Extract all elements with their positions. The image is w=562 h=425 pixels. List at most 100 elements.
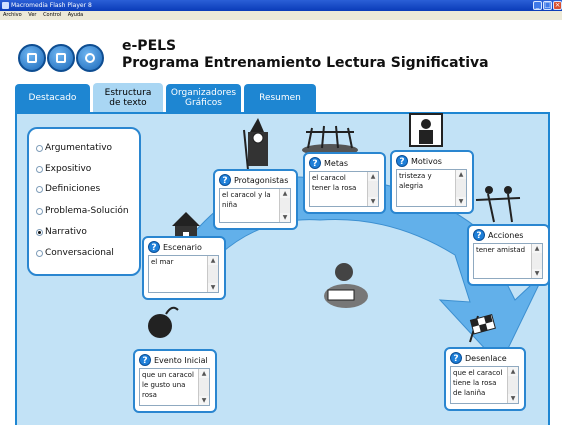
protagonistas-node: ?Protagonistas el caracol y la niña▲▼ bbox=[213, 169, 298, 230]
node-text: el mar bbox=[151, 258, 174, 266]
node-text: el caracol y la niña bbox=[222, 191, 271, 209]
radio-label: Expositivo bbox=[45, 164, 92, 174]
desenlace-node: ?Desenlace que el caracol tiene la rosa … bbox=[444, 347, 526, 411]
help-icon[interactable]: ? bbox=[450, 352, 462, 364]
scroll-down-icon[interactable]: ▼ bbox=[508, 394, 518, 403]
text-type-selector bbox=[27, 127, 141, 276]
protagonistas-textarea[interactable]: el caracol y la niña▲▼ bbox=[219, 188, 291, 223]
metas-textarea[interactable]: el caracol tener la rosa▲▼ bbox=[309, 171, 379, 207]
scroll-down-icon[interactable]: ▼ bbox=[456, 197, 466, 206]
help-icon[interactable]: ? bbox=[396, 155, 408, 167]
person-portrait-illustration bbox=[409, 113, 443, 147]
metas-node: ?Metas el caracol tener la rosa▲▼ bbox=[303, 152, 386, 214]
scrollbar[interactable]: ▲▼ bbox=[207, 256, 218, 292]
motivos-textarea[interactable]: tristeza y alegria▲▼ bbox=[396, 169, 467, 207]
menu-item-ayuda[interactable]: Ayuda bbox=[67, 12, 84, 18]
acciones-textarea[interactable]: tener amistad▲▼ bbox=[473, 243, 543, 279]
scroll-down-icon[interactable]: ▼ bbox=[368, 197, 378, 206]
radio-expositivo[interactable]: Expositivo bbox=[36, 163, 91, 175]
scroll-up-icon[interactable]: ▲ bbox=[199, 369, 209, 378]
checkered-flag-illustration bbox=[469, 314, 496, 343]
bomb-illustration bbox=[148, 306, 179, 338]
menu-bar: Archivo Ver Control Ayuda bbox=[0, 11, 562, 20]
scrollbar[interactable]: ▲▼ bbox=[455, 170, 466, 206]
node-text: tristeza y alegria bbox=[399, 172, 432, 190]
radio-button-icon bbox=[36, 144, 43, 152]
node-title: Evento Inicial bbox=[154, 355, 208, 365]
help-icon[interactable]: ? bbox=[219, 174, 231, 186]
radio-argumentativo[interactable]: Argumentativo bbox=[36, 142, 112, 154]
radio-button-icon bbox=[36, 249, 43, 257]
window-titlebar: Macromedia Flash Player 8 _ □ × bbox=[0, 0, 562, 11]
radio-button-icon bbox=[36, 185, 43, 193]
node-title: Motivos bbox=[411, 156, 442, 166]
node-text: tener amistad bbox=[476, 246, 526, 254]
scroll-up-icon[interactable]: ▲ bbox=[456, 170, 466, 179]
escenario-textarea[interactable]: el mar▲▼ bbox=[148, 255, 219, 293]
scroll-down-icon[interactable]: ▼ bbox=[532, 269, 542, 278]
help-icon[interactable]: ? bbox=[473, 229, 485, 241]
save-logo-button[interactable] bbox=[47, 44, 75, 72]
scroll-up-icon[interactable]: ▲ bbox=[508, 367, 518, 376]
radio-conversacional[interactable]: Conversacional bbox=[36, 247, 114, 259]
tab-destacado[interactable]: Destacado bbox=[15, 84, 90, 112]
scroll-down-icon[interactable]: ▼ bbox=[199, 396, 209, 405]
child-reading-illustration bbox=[324, 263, 368, 308]
globe-icon bbox=[85, 53, 95, 63]
scrollbar[interactable]: ▲▼ bbox=[531, 244, 542, 278]
menu-item-control[interactable]: Control bbox=[43, 12, 62, 18]
radio-label: Conversacional bbox=[45, 248, 114, 258]
evento-inicial-node: ?Evento Inicial que un caracol le gusto … bbox=[133, 349, 217, 413]
exit-logo-button[interactable] bbox=[76, 44, 104, 72]
tab-resumen[interactable]: Resumen bbox=[244, 84, 316, 112]
radio-label: Argumentativo bbox=[45, 143, 113, 153]
help-icon[interactable]: ? bbox=[139, 354, 151, 366]
radio-label: Narrativo bbox=[45, 227, 87, 237]
tab-label: Destacado bbox=[28, 93, 77, 103]
radio-definiciones[interactable]: Definiciones bbox=[36, 183, 100, 195]
node-text: el caracol tener la rosa bbox=[312, 174, 357, 192]
radio-label: Definiciones bbox=[45, 184, 101, 194]
help-icon[interactable]: ? bbox=[148, 241, 160, 253]
scroll-up-icon[interactable]: ▲ bbox=[532, 244, 542, 253]
menu-item-archivo[interactable]: Archivo bbox=[3, 12, 22, 18]
scroll-up-icon[interactable]: ▲ bbox=[208, 256, 218, 265]
desenlace-textarea[interactable]: que el caracol tiene la rosa de laniña▲▼ bbox=[450, 366, 519, 404]
motivos-node: ?Motivos tristeza y alegria▲▼ bbox=[390, 150, 474, 214]
evento-inicial-textarea[interactable]: que un caracol le gusto una rosa▲▼ bbox=[139, 368, 210, 406]
scroll-down-icon[interactable]: ▼ bbox=[280, 213, 290, 222]
tab-organizadores-graficos[interactable]: Organizadores Gráficos bbox=[166, 84, 241, 112]
scrollbar[interactable]: ▲▼ bbox=[507, 367, 518, 403]
node-text: que un caracol le gusto una rosa bbox=[142, 371, 194, 399]
escenario-node: ?Escenario el mar▲▼ bbox=[142, 236, 226, 300]
scroll-down-icon[interactable]: ▼ bbox=[208, 283, 218, 292]
scroll-up-icon[interactable]: ▲ bbox=[368, 172, 378, 181]
maximize-icon: □ bbox=[544, 1, 551, 9]
tab-label: Resumen bbox=[259, 93, 301, 103]
radio-button-selected-icon bbox=[36, 228, 43, 236]
node-title: Escenario bbox=[163, 242, 202, 252]
scrollbar[interactable]: ▲▼ bbox=[367, 172, 378, 206]
tab-estructura-de-texto[interactable]: Estructura de texto bbox=[93, 83, 163, 113]
close-icon: × bbox=[554, 1, 561, 9]
scrollbar[interactable]: ▲▼ bbox=[279, 189, 290, 222]
wizard-illustration bbox=[243, 118, 268, 171]
flash-app-icon bbox=[2, 2, 9, 9]
scroll-up-icon[interactable]: ▲ bbox=[280, 189, 290, 198]
app-title: e-PELS bbox=[122, 38, 177, 54]
window-title: Macromedia Flash Player 8 bbox=[11, 2, 92, 9]
node-title: Desenlace bbox=[465, 353, 507, 363]
menu-item-ver[interactable]: Ver bbox=[28, 12, 37, 18]
scrollbar[interactable]: ▲▼ bbox=[198, 369, 209, 405]
node-title: Acciones bbox=[488, 230, 524, 240]
home-logo-button[interactable] bbox=[18, 44, 46, 72]
radio-narrativo[interactable]: Narrativo bbox=[36, 226, 87, 238]
tab-label: Estructura de texto bbox=[104, 88, 152, 108]
radio-label: Problema-Solución bbox=[45, 206, 129, 216]
book-icon bbox=[27, 53, 37, 63]
minimize-button[interactable]: _ bbox=[533, 1, 542, 10]
help-icon[interactable]: ? bbox=[309, 157, 321, 169]
maximize-button[interactable]: □ bbox=[543, 1, 552, 10]
disk-icon bbox=[56, 53, 66, 63]
radio-problema-solucion[interactable]: Problema-Solución bbox=[36, 205, 129, 217]
